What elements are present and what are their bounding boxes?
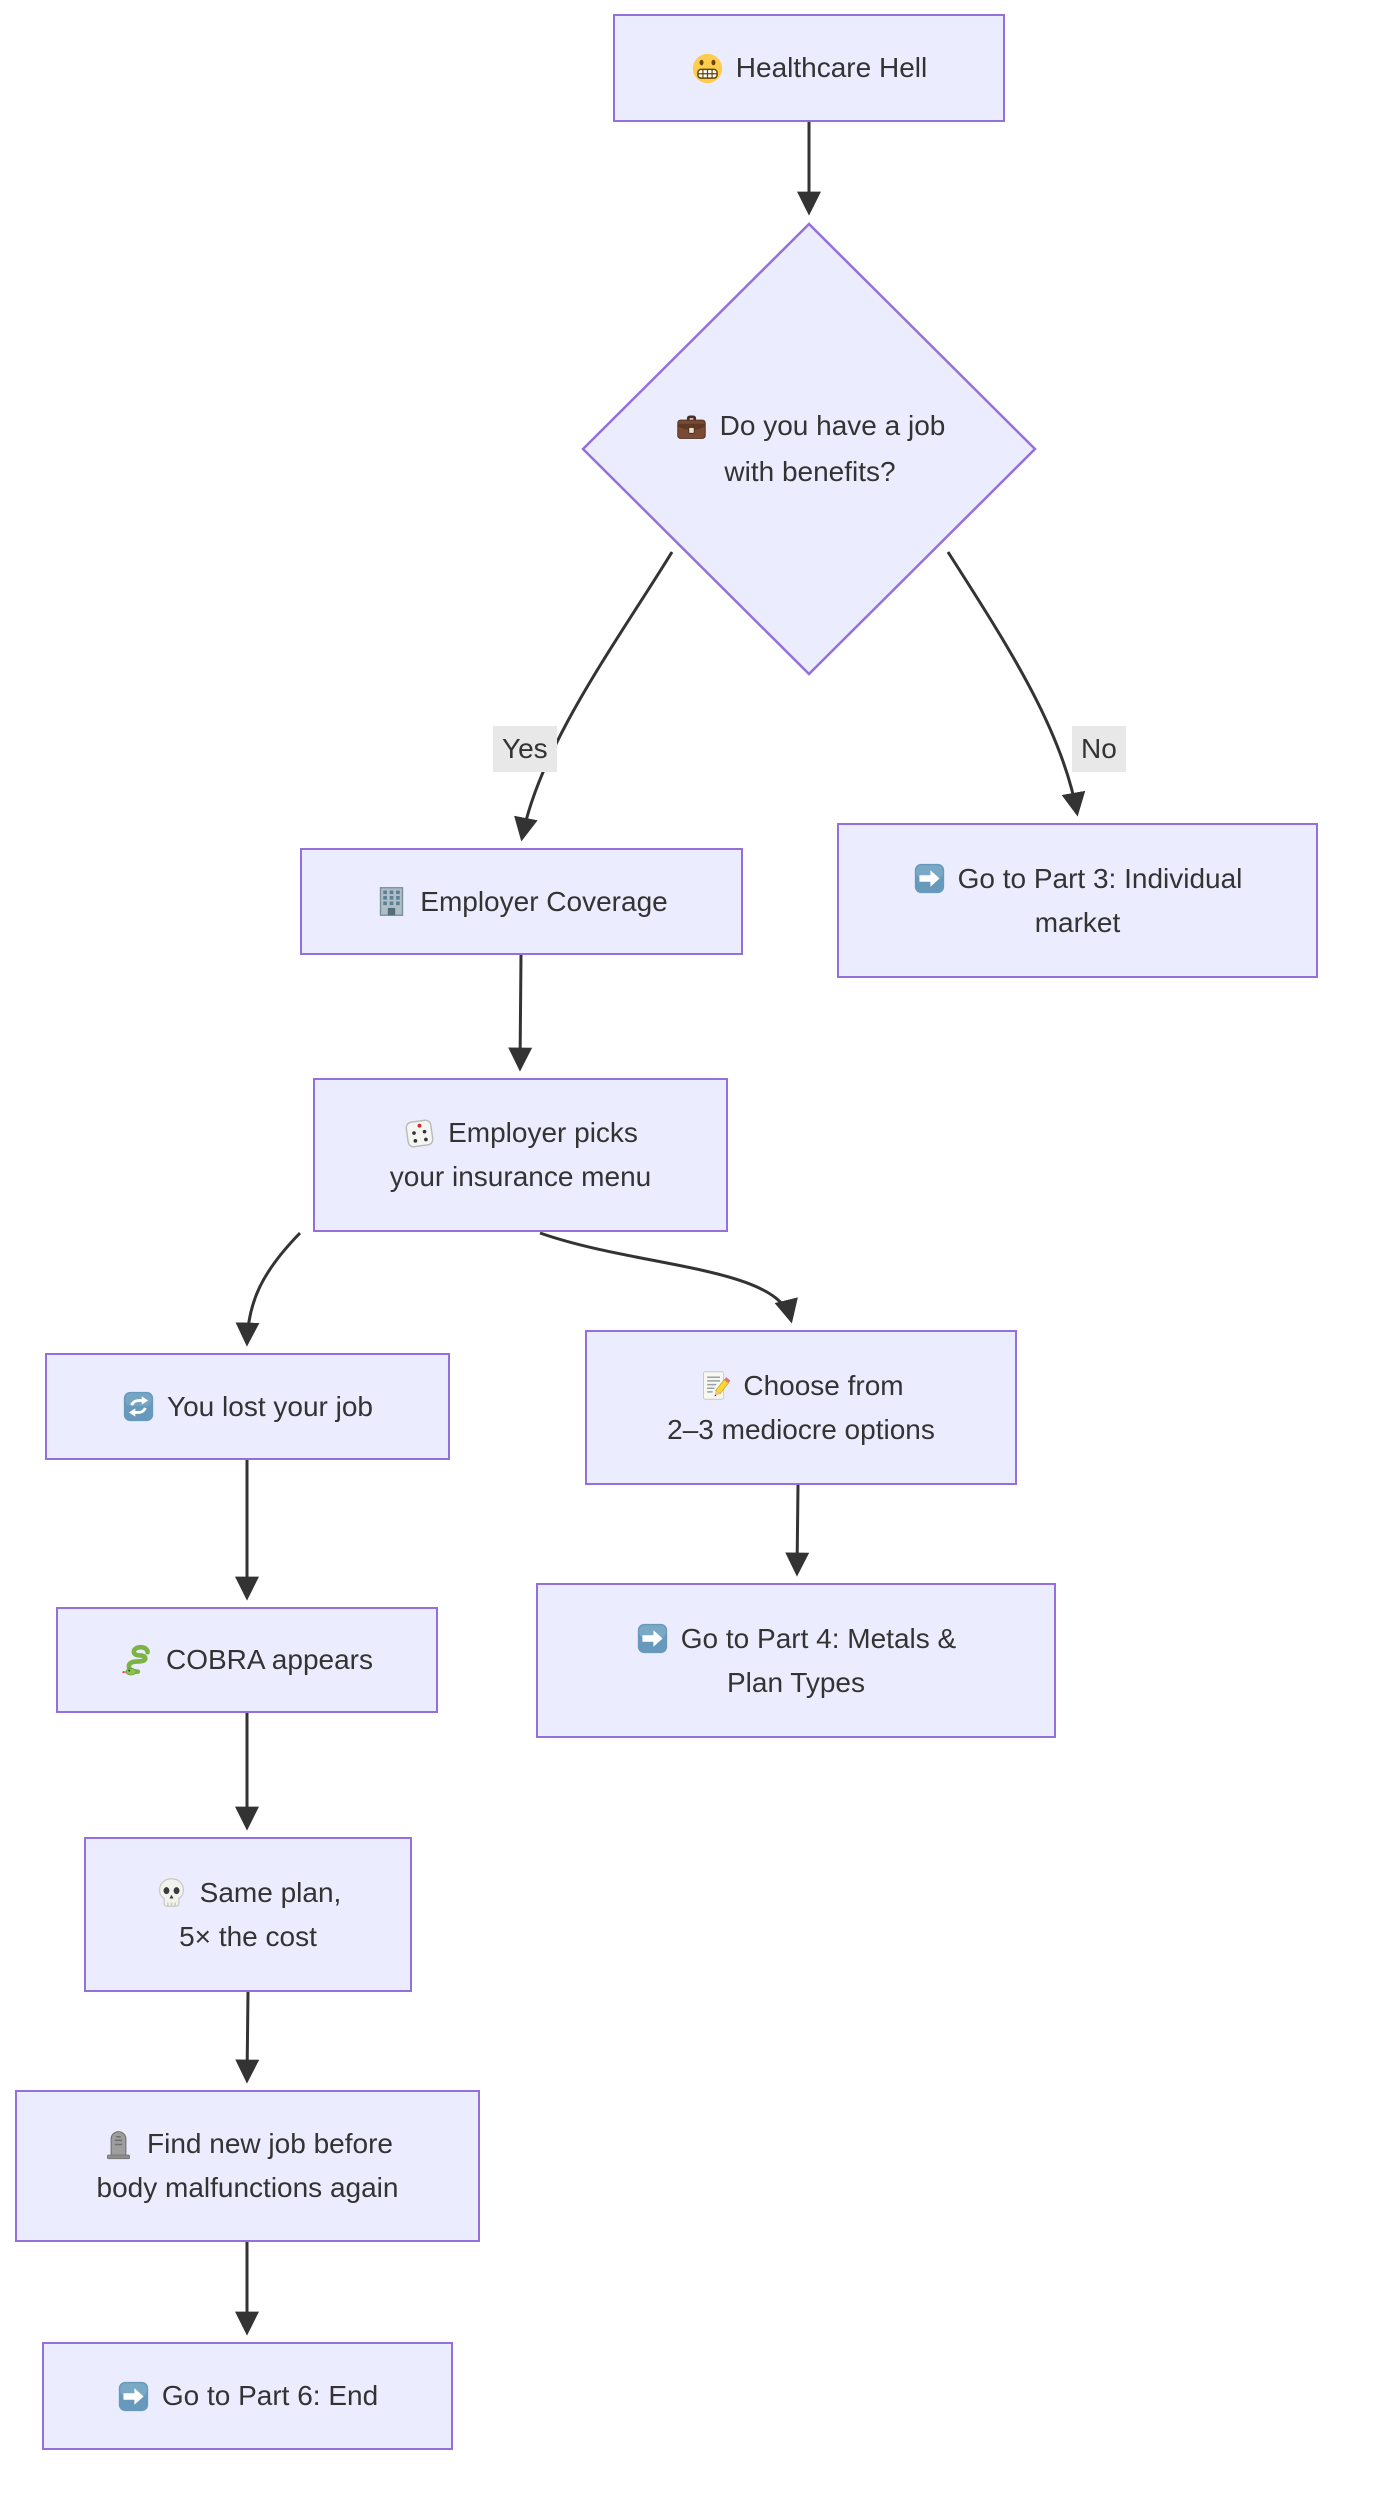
skull-icon	[155, 1876, 188, 1909]
node-find-new-job-label-line2: body malfunctions again	[96, 2172, 399, 2203]
node-lost-job: You lost your job	[45, 1353, 450, 1460]
node-employer-picks-menu-label: Employer picks	[448, 1117, 638, 1148]
node-choose-options-label-line2: 2–3 mediocre options	[667, 1413, 935, 1445]
node-goto-part4: Go to Part 4: Metals & Plan Types	[536, 1583, 1056, 1738]
edge-sameplan-findjob	[235, 1991, 260, 2084]
node-choose-options: Choose from 2–3 mediocre options	[585, 1330, 1017, 1485]
node-same-plan-5x: Same plan, 5× the cost	[84, 1837, 412, 1992]
node-employer-coverage-label: Employer Coverage	[420, 885, 668, 917]
edge-label-yes: Yes	[493, 726, 557, 772]
node-decision-job-benefits: Do you have a job with benefits?	[620, 378, 1000, 520]
node-healthcare-hell-label: Healthcare Hell	[735, 52, 928, 83]
memo-icon	[698, 1369, 731, 1402]
node-same-plan-5x-label-line2: 5× the cost	[179, 1920, 317, 1952]
node-employer-coverage: Employer Coverage	[300, 848, 743, 955]
edge-decision-employer	[514, 551, 674, 842]
node-goto-part4-label-line2: Plan Types	[726, 1666, 866, 1698]
edge-decision-part3	[946, 551, 1086, 817]
decision-diamond	[581, 222, 1037, 676]
briefcase-icon	[675, 410, 708, 443]
node-goto-part6-label: Go to Part 6: End	[161, 2380, 379, 2411]
office-building-icon	[375, 885, 408, 918]
node-goto-part4-label: Go to Part 4: Metals &	[680, 1622, 957, 1654]
node-goto-part3-label-line2: market	[1034, 906, 1121, 938]
node-find-new-job-label: Find new job before	[147, 2128, 393, 2159]
node-lost-job-label: You lost your job	[167, 1390, 373, 1422]
repeat-button-icon	[122, 1390, 155, 1423]
node-employer-picks-menu: Employer picks your insurance menu	[313, 1078, 728, 1232]
node-employer-picks-menu-label-line2: your insurance menu	[389, 1161, 652, 1192]
node-goto-part6: Go to Part 6: End	[42, 2342, 453, 2450]
edge-label-no: No	[1072, 726, 1126, 772]
node-cobra-appears: COBRA appears	[56, 1607, 438, 1713]
node-same-plan-5x-label: Same plan,	[199, 1876, 342, 1908]
edge-employer-menu	[508, 954, 533, 1072]
node-decision-label: Do you have a job	[719, 410, 946, 441]
node-cobra-appears-label: COBRA appears	[166, 1644, 373, 1675]
edge-menu-lostjob	[235, 1231, 302, 1347]
arrow-right-button-icon	[636, 1622, 669, 1655]
node-choose-options-label: Choose from	[743, 1369, 904, 1401]
edge-choose-part4	[785, 1484, 810, 1577]
arrow-right-button-icon	[117, 2380, 150, 2413]
grimacing-face-icon	[691, 52, 724, 85]
headstone-icon	[102, 2128, 135, 2161]
node-goto-part3-label: Go to Part 3: Individual	[957, 862, 1243, 894]
snake-icon	[121, 1644, 154, 1677]
node-healthcare-hell: Healthcare Hell	[613, 14, 1005, 122]
edge-menu-choose	[539, 1231, 798, 1324]
node-goto-part3: Go to Part 3: Individual market	[837, 823, 1318, 978]
arrow-right-button-icon	[913, 862, 946, 895]
node-find-new-job: Find new job before body malfunctions ag…	[15, 2090, 480, 2242]
node-decision-label-line2: with benefits?	[724, 456, 896, 487]
game-die-icon	[403, 1117, 436, 1150]
